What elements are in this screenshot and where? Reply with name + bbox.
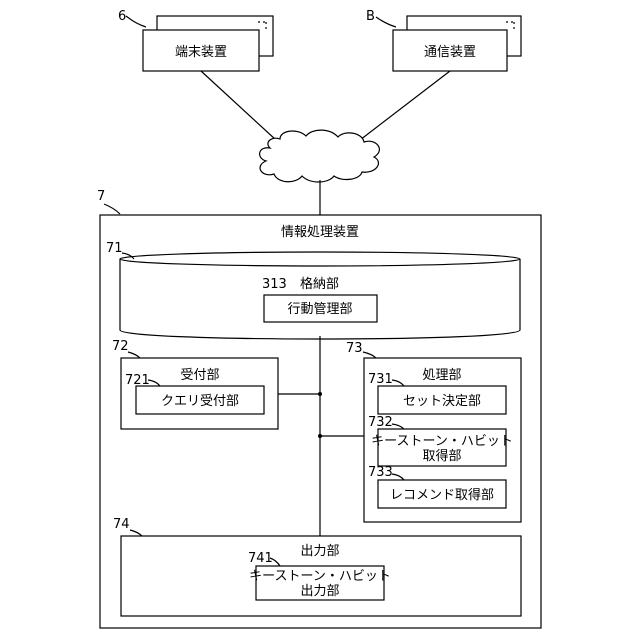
keystone-acquire-ref: 732 xyxy=(368,415,393,430)
apparatus-title: 情報処理装置 xyxy=(281,225,359,240)
terminal-device: 端末装置 6 xyxy=(118,9,273,71)
comm-leader xyxy=(376,17,396,27)
receiver-label: 受付部 xyxy=(180,368,219,383)
terminal-ref: 6 xyxy=(118,9,126,24)
keystone-output-label-2: 出力部 xyxy=(300,584,339,599)
apparatus-leader xyxy=(104,204,120,214)
processor-unit: 処理部 73 731 セット決定部 732 キーストーン・ハビット 取得部 73… xyxy=(346,341,521,522)
bus-junction-receiver xyxy=(318,392,322,396)
recommend-acquire-label: レコメンド取得部 xyxy=(390,487,494,503)
comm-ref: B xyxy=(366,9,375,24)
storage-unit: 71 313 格納部 行動管理部 xyxy=(106,241,520,339)
terminal-network-link xyxy=(201,71,276,140)
processor-label: 処理部 xyxy=(422,368,461,383)
keystone-output-ref: 741 xyxy=(248,551,273,566)
comm-device: 通信装置 B xyxy=(366,9,521,71)
bus-junction-processor xyxy=(318,434,322,438)
keystone-output-label-1: キーストーン・ハビット xyxy=(249,569,391,584)
set-decision-label: セット決定部 xyxy=(403,394,481,409)
set-decision-ref: 731 xyxy=(368,372,393,387)
storage-unit-label: 格納部 xyxy=(300,276,339,292)
terminal-label: 端末装置 xyxy=(175,45,227,60)
output-ref: 74 xyxy=(113,517,130,532)
behavior-management-label: 行動管理部 xyxy=(287,302,352,317)
comm-network-link xyxy=(360,71,450,140)
storage-ref: 71 xyxy=(106,241,123,256)
output-label: 出力部 xyxy=(300,544,339,559)
terminal-leader xyxy=(126,16,146,27)
network-cloud-icon xyxy=(260,130,380,182)
query-receiver-label: クエリ受付部 xyxy=(161,394,239,409)
storage-unit-ref: 313 xyxy=(262,277,287,292)
receiver-ref: 72 xyxy=(112,339,129,354)
recommend-acquire-ref: 733 xyxy=(368,465,393,480)
storage-cylinder-top xyxy=(120,252,520,266)
apparatus-ref: 7 xyxy=(97,189,105,204)
keystone-acquire-label-2: 取得部 xyxy=(422,448,461,464)
processor-ref: 73 xyxy=(346,341,363,356)
keystone-acquire-label-1: キーストーン・ハビット xyxy=(371,434,513,449)
comm-label: 通信装置 xyxy=(424,45,476,60)
